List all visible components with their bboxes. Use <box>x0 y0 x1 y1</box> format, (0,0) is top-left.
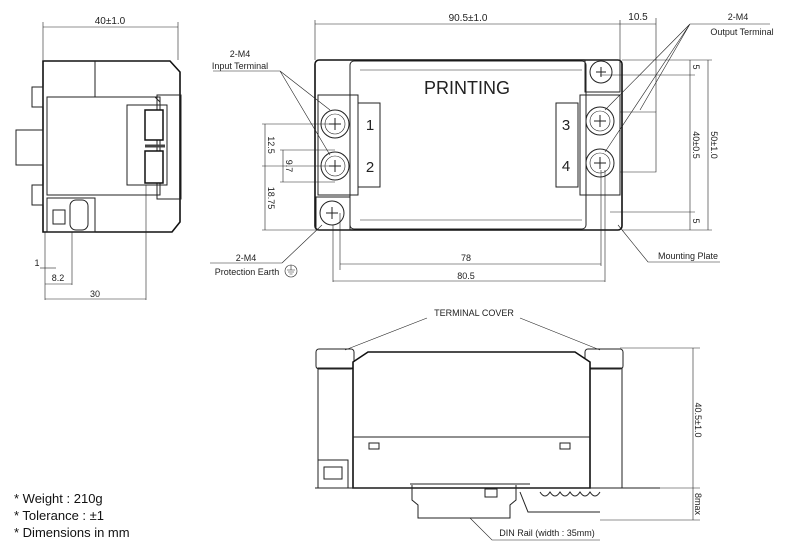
offset-dim: 10.5 <box>628 12 648 23</box>
right-dim-bottom: 5 <box>691 218 701 223</box>
bottom-dim-inner: 78 <box>461 253 471 263</box>
note-weight: * Weight : 210g <box>14 491 103 506</box>
terminal-number-1: 1 <box>366 117 374 134</box>
protection-earth-spec: 2-M4 <box>236 253 257 263</box>
input-terminal-label: Input Terminal <box>212 61 268 71</box>
mounting-plate-label: Mounting Plate <box>658 251 718 261</box>
output-terminal-spec: 2-M4 <box>728 12 749 22</box>
height-dim: 40.5±1.0 <box>693 403 703 438</box>
right-dim-inner: 40±0.5 <box>691 131 701 158</box>
right-dim-outer: 50±1.0 <box>709 131 719 158</box>
protection-earth-label: Protection Earth <box>215 267 280 277</box>
din-rail-label: DIN Rail (width : 35mm) <box>499 528 595 538</box>
dim-1: 1 <box>34 258 39 268</box>
spec-notes: * Weight : 210g * Tolerance : ±1 * Dimen… <box>14 490 130 541</box>
width-dim: 40±1.0 <box>95 16 126 27</box>
printing-label: PRINTING <box>424 78 510 98</box>
side-view: 40±1.0 1 8.2 30 <box>15 16 182 300</box>
right-dim-top: 5 <box>691 64 701 69</box>
pitch-dim-18-75: 18.75 <box>266 187 276 210</box>
terminal-number-3: 3 <box>562 117 570 134</box>
note-units: * Dimensions in mm <box>14 525 130 540</box>
ground-icon <box>284 264 298 278</box>
output-terminal-label: Output Terminal <box>710 27 773 37</box>
rail-dim: 8max <box>693 493 703 516</box>
dim-8-2: 8.2 <box>52 273 65 283</box>
length-dim: 90.5±1.0 <box>449 13 488 24</box>
terminal-cover-label: TERMINAL COVER <box>434 308 514 318</box>
front-view: TERMINAL COVER 40.5±1.0 8max DIN Rail (w… <box>315 308 703 541</box>
terminal-number-2: 2 <box>366 159 374 176</box>
pitch-dim-9-7: 9.7 <box>284 160 294 173</box>
terminal-number-4: 4 <box>562 158 570 175</box>
pitch-dim-12-5: 12.5 <box>266 136 276 154</box>
input-terminal-spec: 2-M4 <box>230 49 251 59</box>
note-tolerance: * Tolerance : ±1 <box>14 508 105 523</box>
bottom-dim-outer: 80.5 <box>457 271 475 281</box>
top-view: 90.5±1.0 10.5 PRINTING 1 2 3 4 <box>210 12 774 282</box>
dim-30: 30 <box>90 289 100 299</box>
